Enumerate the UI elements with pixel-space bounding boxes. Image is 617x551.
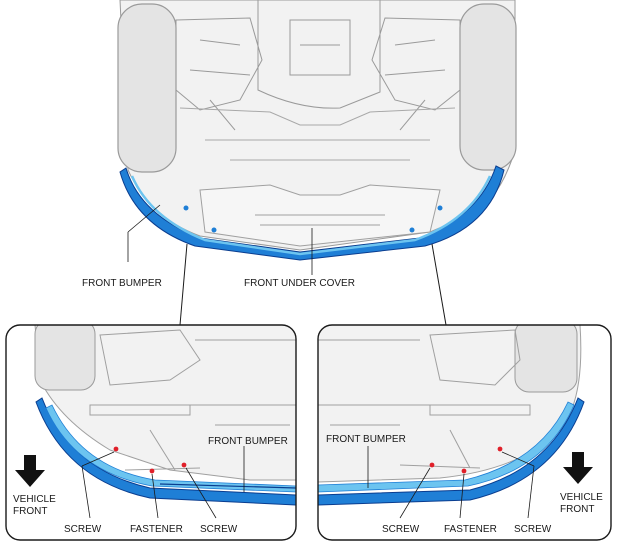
callout-left [179,243,188,326]
label-screw-left-1: SCREW [64,524,102,535]
label-screw-right-2: SCREW [514,524,552,535]
left-detail-frame [5,324,297,541]
screw-marker [497,446,503,452]
left-tire [117,3,177,173]
screw-marker [429,462,435,468]
leader-fastener-left [151,473,159,519]
leader-screw-right-a [501,451,535,467]
leader-screw-right-1 [399,467,431,519]
right-detail-frame [317,324,612,541]
right-detail-structure [318,329,531,469]
label-fastener-left: FASTENER [130,524,183,535]
right-detail-bumper-inner [318,401,575,493]
label-screw-right-1: SCREW [382,524,420,535]
main-view: FRONT BUMPER FRONT UNDER COVER [82,0,517,326]
fastener-marker [461,468,467,474]
fastener-marker [149,468,155,474]
leader-front-bumper [127,204,161,233]
label-vehicle-left: VEHICLE [13,494,56,505]
label-front-bumper: FRONT BUMPER [82,278,162,289]
label-front-under-cover: FRONT UNDER COVER [244,278,355,289]
leader-fastener-right [459,473,465,519]
fastener-dot [409,227,415,233]
under-cover-outline [199,184,441,247]
right-suspension [371,17,461,131]
fastener-dot [183,205,189,211]
leader-screw-left-2 [185,467,217,519]
crossmember [179,107,456,161]
label-screw-left-2: SCREW [200,524,238,535]
label-front-left: FRONT [13,506,47,517]
right-tire [459,3,517,171]
callout-right [431,243,447,326]
detail-panel-right: FRONT BUMPER SCREW FASTENER SCREW VEHICL… [317,324,612,541]
screw-marker [113,446,119,452]
right-detail-tire [514,325,578,393]
leader-screw-left-a [81,451,115,467]
left-suspension [175,17,263,131]
screw-marker [181,462,187,468]
label-vehicle-right: VEHICLE [560,492,603,503]
detail-panel-left: FRONT BUMPER SCREW FASTENER SCREW VEHICL… [5,324,297,541]
label-front-bumper-left: FRONT BUMPER [208,436,288,447]
left-detail-bumper-lip [159,483,296,489]
fastener-dot [211,227,217,233]
front-bumper-highlight [130,175,492,256]
arrow-down-icon [15,455,45,487]
label-fastener-right: FASTENER [444,524,497,535]
leader-screw-right-b [527,465,535,519]
left-detail-structure [89,329,296,471]
fastener-dot [437,205,443,211]
arrow-down-icon [563,452,593,484]
label-front-bumper-right: FRONT BUMPER [326,434,406,445]
leader-screw-left-b [81,465,91,519]
left-detail-bumper-inner [45,404,296,493]
label-front-right: FRONT [560,504,594,515]
left-detail-tire [34,325,96,391]
right-detail-bumper [318,397,585,506]
center-subframe [257,0,381,109]
